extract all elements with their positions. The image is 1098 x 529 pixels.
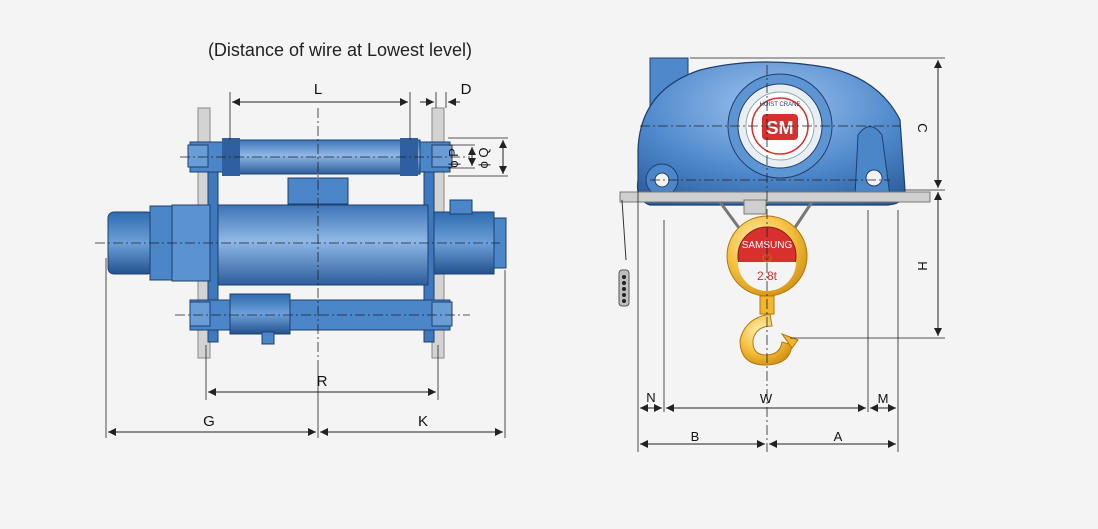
- dim-label-G: G: [203, 413, 215, 430]
- hoist-motor-right: [433, 199, 507, 275]
- top-trolley: [187, 138, 453, 205]
- side-view: L D ϕ P ϕ Q R G K: [95, 81, 508, 438]
- front-dimension-arrows: [640, 60, 942, 448]
- dim-label-L: L: [314, 81, 322, 98]
- dim-label-C: C: [915, 123, 930, 132]
- side-dimension-arrows: [108, 98, 507, 436]
- dim-label-W: W: [760, 391, 773, 406]
- pendant-control: [618, 199, 630, 307]
- side-extension-lines: [105, 92, 508, 438]
- crane-hook: [739, 313, 799, 366]
- dim-label-phi-P: ϕ P: [446, 148, 461, 168]
- dim-label-H: H: [915, 261, 930, 270]
- front-centerlines: [640, 65, 900, 452]
- hoist-ropes: [718, 201, 814, 233]
- front-view: SM HOIST CRANE: [618, 57, 945, 452]
- dim-label-R: R: [317, 373, 328, 390]
- dim-label-A: A: [834, 429, 843, 444]
- front-extension-lines: [637, 57, 945, 452]
- main-drum: [217, 204, 429, 286]
- dim-label-phi-Q: ϕ Q: [476, 147, 491, 168]
- dim-label-B: B: [691, 429, 700, 444]
- rail-beam: [619, 191, 931, 203]
- dim-label-K: K: [418, 413, 428, 430]
- side-centerlines: [95, 108, 500, 365]
- diagram-caption: (Distance of wire at Lowest level): [207, 40, 473, 60]
- sm-logo-ring-text: HOIST CRANE: [760, 102, 801, 108]
- bottom-trolley: [189, 293, 453, 345]
- dim-label-M: M: [878, 391, 889, 406]
- sm-logo-text: SM: [767, 118, 794, 138]
- dim-label-N: N: [646, 390, 655, 405]
- rope-clamp: [743, 199, 767, 215]
- dim-label-D: D: [461, 81, 472, 98]
